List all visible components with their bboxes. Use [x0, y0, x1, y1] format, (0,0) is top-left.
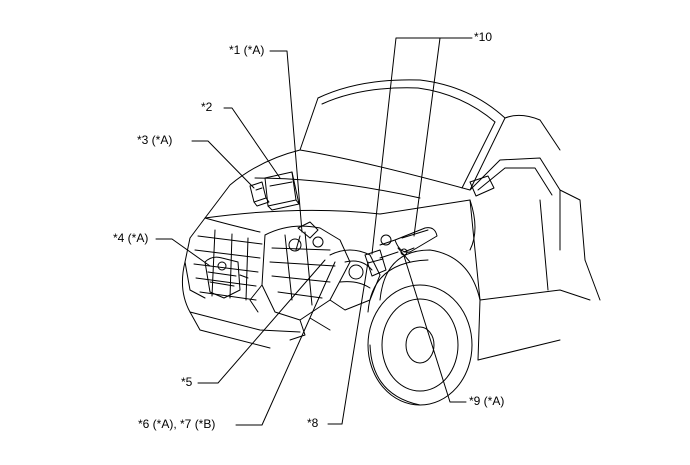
- callout-3: *3 (*A): [137, 133, 173, 147]
- ecu-component: [264, 171, 300, 211]
- callout-5: *5: [181, 375, 193, 389]
- manifold-component: [364, 249, 387, 277]
- callout-9: *9 (*A): [469, 394, 505, 408]
- throttle-component: [295, 221, 319, 251]
- engine-assembly: [249, 225, 381, 341]
- callout-4: *4 (*A): [113, 231, 149, 245]
- callout-8: *8: [307, 416, 319, 430]
- leader-lines: [155, 37, 473, 426]
- callout-1: *1 (*A): [229, 43, 265, 57]
- callout-6-7: *6 (*A), *7 (*B): [138, 417, 216, 431]
- callout-10: *10: [474, 30, 493, 44]
- airflow-meter-component: [204, 256, 249, 299]
- callout-2: *2: [201, 100, 213, 114]
- sensor-component-3: [249, 181, 270, 207]
- oxygen-sensor: [397, 247, 415, 263]
- vehicle-body: [181, 79, 601, 406]
- catalytic-converter: [379, 227, 438, 259]
